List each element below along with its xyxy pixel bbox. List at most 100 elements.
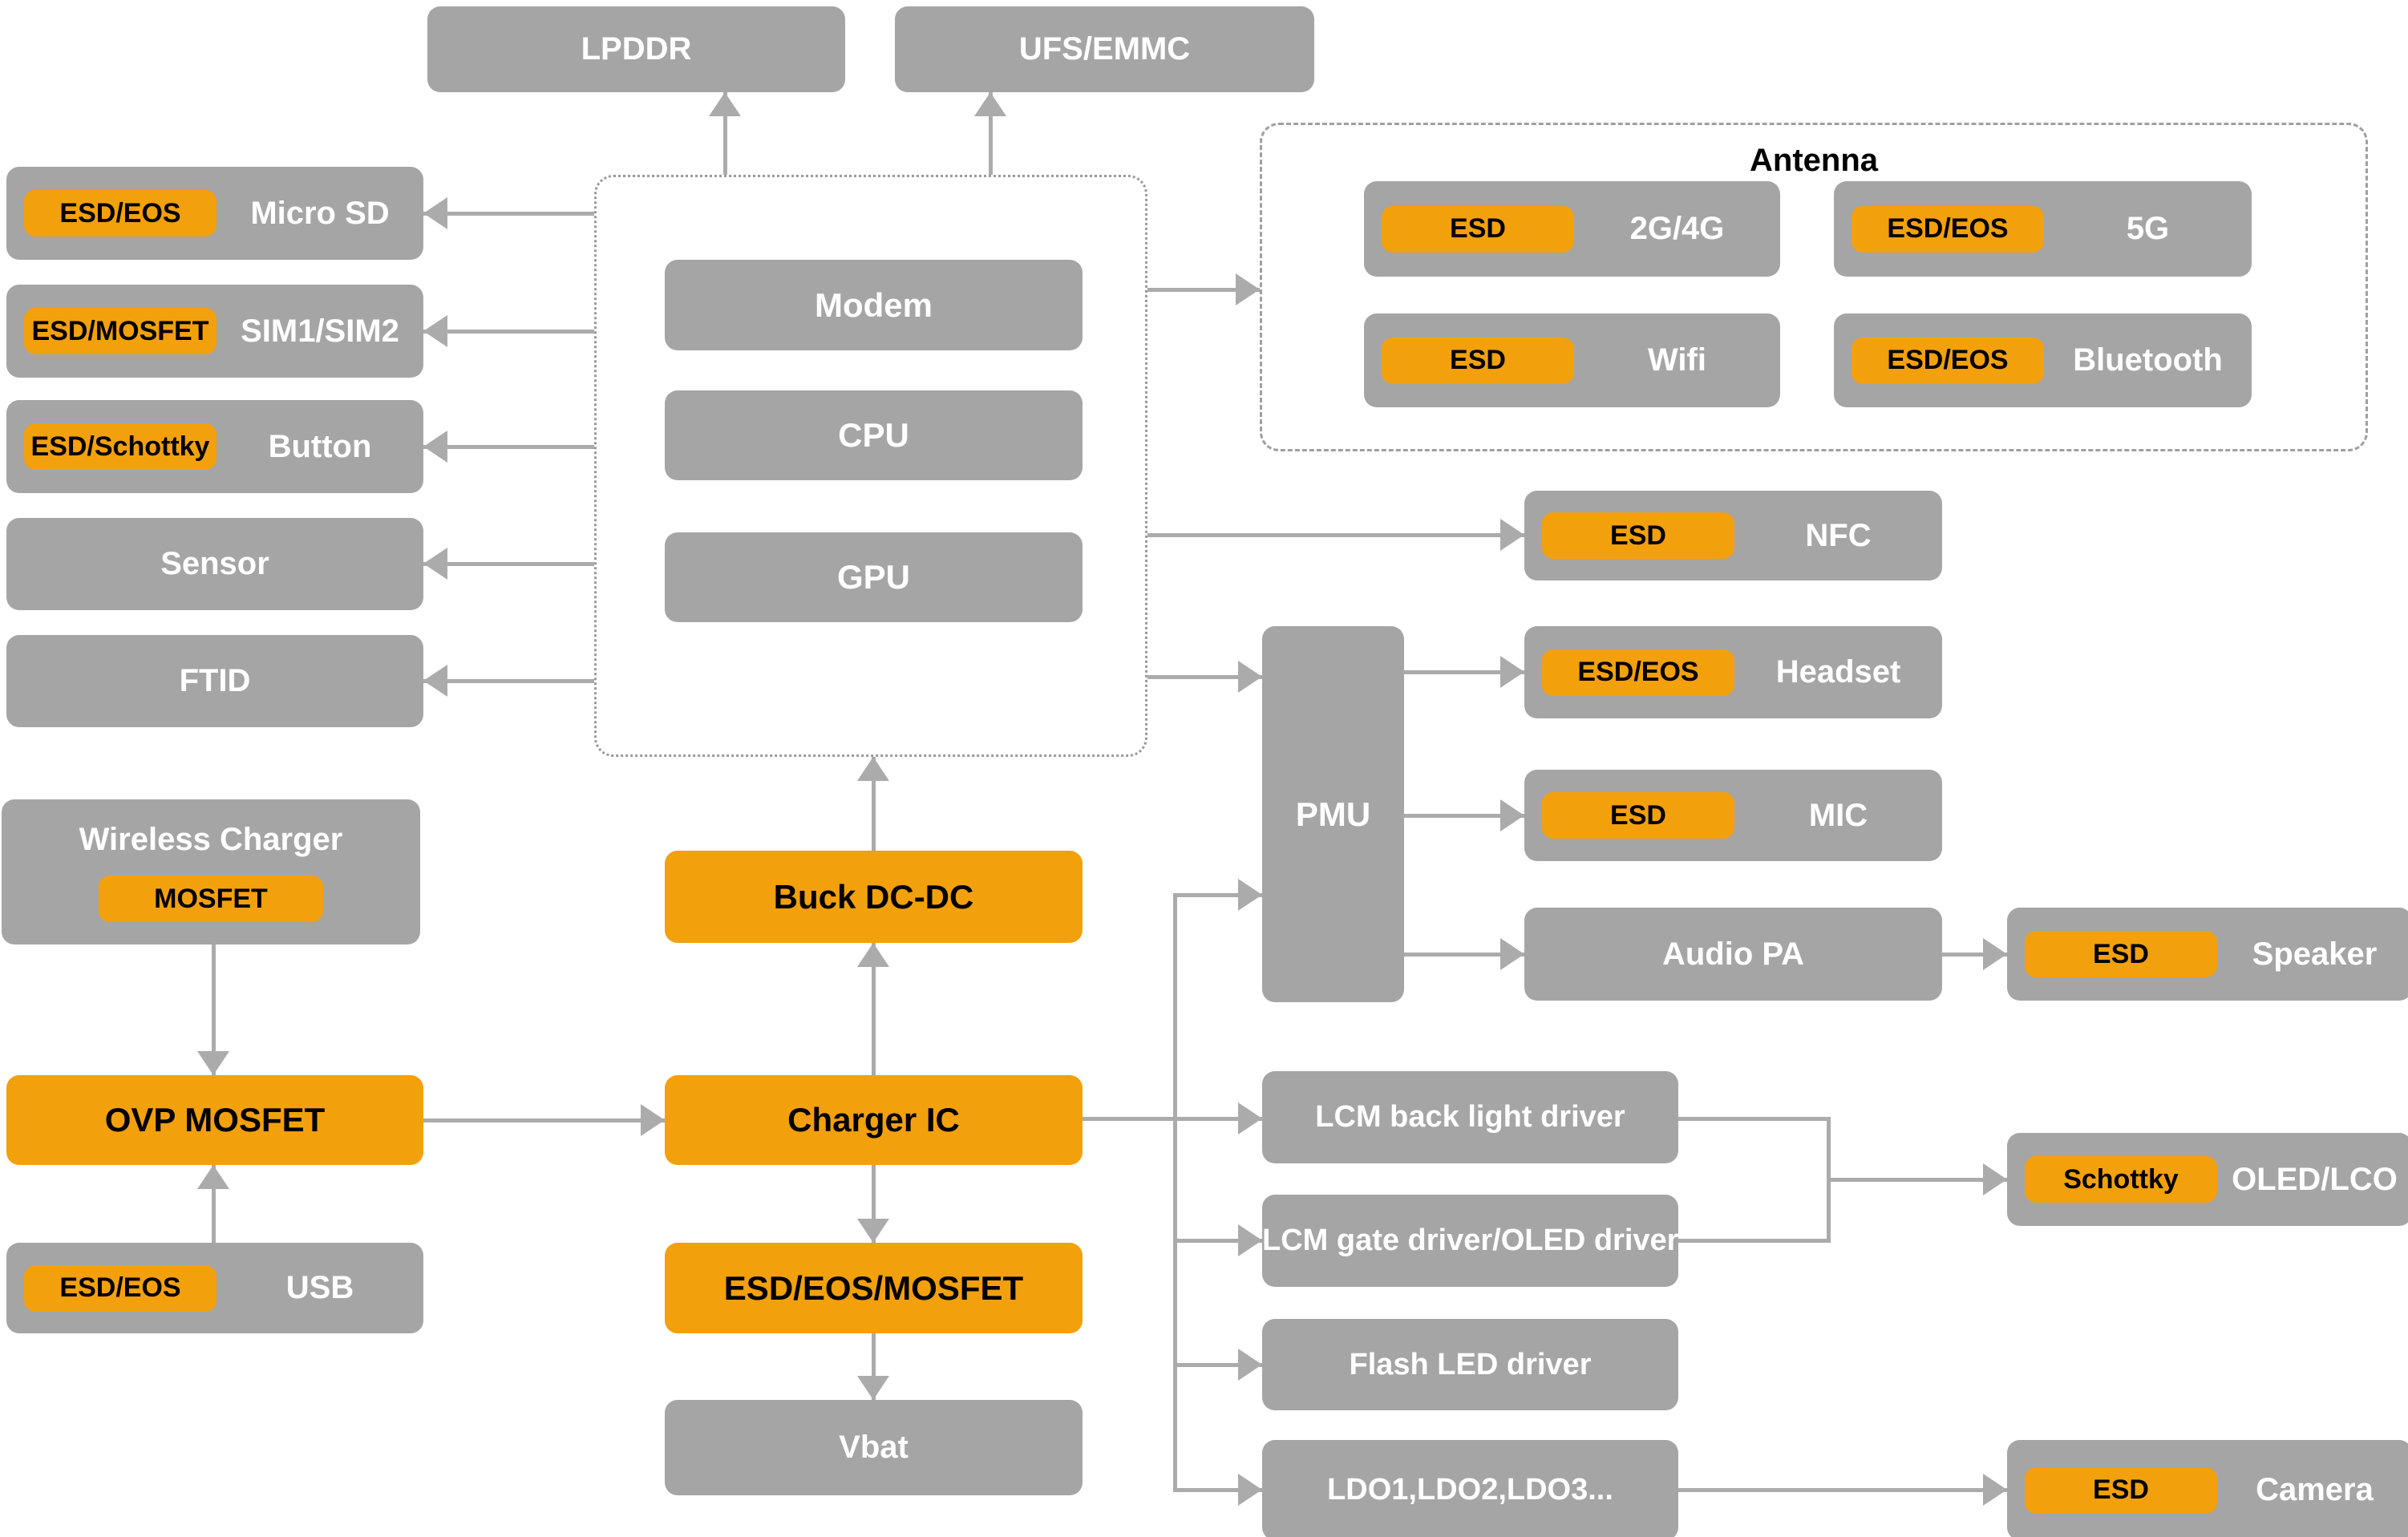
antenna-2g4g-label: 2G/4G (1629, 211, 1725, 246)
mic-box: ESD MIC (1524, 770, 1942, 861)
sensor-label: Sensor (160, 546, 269, 581)
mic-label: MIC (1808, 797, 1868, 833)
nfc-label: NFC (1805, 517, 1872, 553)
connector-ldo-to-camera (1678, 1488, 2007, 1492)
connector-charger-to-buck (872, 943, 876, 1075)
antenna-5g-badge: ESD/EOS (1852, 205, 2044, 253)
oled-lco-label: OLED/LCO (2232, 1161, 2398, 1197)
arrow-left-microsd (423, 197, 447, 229)
arrow-right-nfc (1500, 519, 1524, 551)
antenna-wifi-badge: ESD (1382, 337, 1574, 384)
camera-box: ESD Camera (2007, 1440, 2408, 1537)
ftid-label: FTID (179, 663, 251, 698)
ovp-mosfet-box: OVP MOSFET (6, 1075, 423, 1165)
ldo-box: LDO1,LDO2,LDO3... (1262, 1440, 1678, 1537)
arrow-right-antenna (1236, 273, 1260, 305)
arrow-right-pmu-lower (1238, 879, 1262, 911)
connector-wireless-to-ovp (212, 944, 216, 1075)
speaker-label: Speaker (2252, 936, 2378, 972)
connector-esd-mosfet-to-vbat (872, 1333, 876, 1400)
arrow-left-sim (423, 315, 447, 347)
arrow-right-charger (641, 1104, 665, 1136)
gpu-box: GPU (665, 532, 1083, 622)
button-box: ESD/Schottky Button (6, 400, 423, 493)
pmu-label: PMU (1295, 795, 1371, 833)
flash-led-driver-box: Flash LED driver (1262, 1319, 1678, 1410)
connector-pmu-to-audiopa (1404, 953, 1524, 957)
sensor-box: Sensor (6, 518, 423, 610)
antenna-bluetooth-label: Bluetooth (2073, 342, 2223, 378)
arrow-right-headset (1500, 656, 1524, 688)
arrow-right-ldo (1238, 1474, 1262, 1506)
micro-sd-label: Micro SD (250, 195, 390, 231)
usb-badge: ESD/EOS (24, 1264, 217, 1312)
arrow-up-lpddr (709, 92, 741, 116)
arrow-up-soc (857, 757, 889, 781)
wireless-charger-box: Wireless Charger MOSFET (2, 799, 420, 944)
ufs-emmc-box: UFS/EMMC (895, 6, 1314, 92)
lcm-gate-driver-label: LCM gate driver/OLED driver (1262, 1224, 1679, 1257)
micro-sd-badge: ESD/EOS (24, 190, 217, 237)
antenna-title: Antenna (1750, 143, 1878, 178)
arrow-right-audiopa (1500, 938, 1524, 970)
arrow-right-speaker (1983, 938, 2007, 970)
arrow-right-lcm-backlight (1238, 1102, 1262, 1135)
connector-buck-to-soc (872, 757, 876, 851)
arrow-up-buck (857, 943, 889, 967)
connector-bus-to-lcm-gate (1173, 1239, 1262, 1243)
arrow-right-camera (1983, 1474, 2007, 1506)
headset-label: Headset (1775, 654, 1901, 690)
esd-eos-mosfet-box: ESD/EOS/MOSFET (665, 1243, 1083, 1333)
connector-soc-to-antenna (1147, 288, 1260, 292)
lcm-backlight-driver-label: LCM back light driver (1315, 1100, 1625, 1134)
arrow-down-esd-mosfet (857, 1219, 889, 1243)
arrow-right-pmu-upper (1238, 661, 1262, 693)
pmu-box: PMU (1262, 626, 1404, 1002)
charger-ic-label: Charger IC (787, 1101, 960, 1139)
connector-pmu-to-headset (1404, 670, 1524, 674)
connector-audiopa-to-speaker (1942, 953, 2007, 957)
antenna-bluetooth-badge: ESD/EOS (1852, 337, 2044, 384)
arrow-left-ftid (423, 665, 447, 697)
sim-box: ESD/MOSFET SIM1/SIM2 (6, 285, 423, 378)
esd-eos-mosfet-label: ESD/EOS/MOSFET (723, 1268, 1024, 1307)
lpddr-box: LPDDR (427, 6, 845, 92)
speaker-badge: ESD (2025, 931, 2217, 977)
connector-bus-to-flash (1173, 1363, 1262, 1367)
connector-ovp-to-charger (423, 1118, 665, 1122)
cpu-box: CPU (665, 390, 1083, 480)
antenna-2g4g-badge: ESD (1382, 205, 1574, 253)
camera-badge: ESD (2025, 1466, 2217, 1514)
headset-badge: ESD/EOS (1542, 649, 1734, 696)
ufs-emmc-label: UFS/EMMC (1018, 31, 1191, 67)
speaker-box: ESD Speaker (2007, 908, 2408, 1001)
modem-box: Modem (665, 260, 1083, 350)
nfc-badge: ESD (1542, 512, 1734, 559)
lpddr-label: LPDDR (581, 31, 692, 67)
connector-lcm-backlight-out (1678, 1117, 1831, 1121)
mic-badge: ESD (1542, 792, 1734, 839)
wireless-charger-label: Wireless Charger (79, 822, 343, 857)
ftid-box: FTID (6, 635, 423, 727)
arrow-up-ovp (197, 1165, 229, 1189)
vbat-box: Vbat (665, 1400, 1083, 1495)
connector-pmu-to-mic (1404, 814, 1524, 818)
connector-lcm-gate-out (1678, 1239, 1831, 1243)
arrow-down-vbat (857, 1376, 889, 1400)
cpu-label: CPU (838, 416, 909, 454)
wireless-charger-mosfet-badge: MOSFET (99, 876, 323, 922)
connector-soc-to-pmu (1147, 675, 1262, 679)
arrow-right-mic (1500, 799, 1524, 831)
headset-box: ESD/EOS Headset (1524, 626, 1942, 718)
flash-led-driver-label: Flash LED driver (1349, 1347, 1592, 1381)
arrow-right-flash (1238, 1349, 1262, 1381)
usb-box: ESD/EOS USB (6, 1243, 423, 1333)
arrow-right-oled (1983, 1163, 2007, 1195)
antenna-wifi-box: ESD Wifi (1364, 313, 1780, 407)
connector-charger-to-esd-mosfet (872, 1165, 876, 1243)
connector-soc-to-microsd (423, 212, 594, 216)
sim-label: SIM1/SIM2 (241, 313, 399, 349)
connector-soc-to-lpddr (723, 92, 727, 175)
arrow-right-lcm-gate (1238, 1224, 1262, 1256)
